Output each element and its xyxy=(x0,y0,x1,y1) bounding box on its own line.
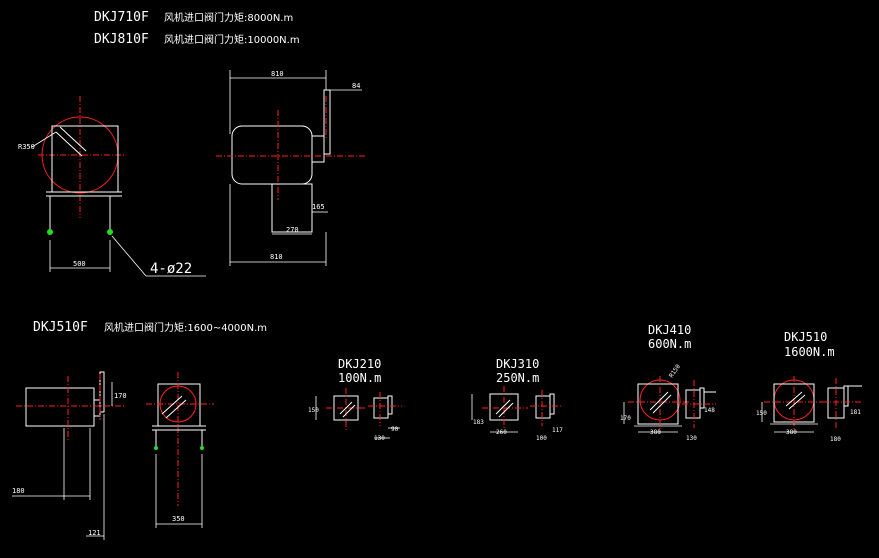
s1-dim-w: 130 xyxy=(374,435,385,442)
holes-label: 4-ø22 xyxy=(150,261,192,277)
top-side-view: 810 84 165 270 810 xyxy=(216,70,366,266)
s3-drawing: R150 170 380 130 148 xyxy=(620,363,716,442)
s2-model: DKJ310 xyxy=(496,357,539,371)
s3-torque: 600N.m xyxy=(648,337,691,351)
s3-dim-b: 130 xyxy=(686,435,697,442)
top-model-1: DKJ710F xyxy=(94,10,149,25)
dim-165: 165 xyxy=(312,203,325,211)
dim-810-top: 810 xyxy=(271,70,284,78)
s4-drawing: 150 380 180 181 xyxy=(756,376,862,443)
s2-drawing: 183 260 100 117 xyxy=(471,386,563,442)
top-front-view: R350 500 4-ø22 xyxy=(18,96,206,277)
mid-front-view: 350 xyxy=(146,372,214,528)
dim-180: 180 xyxy=(12,487,25,495)
s2-dim-a: 117 xyxy=(552,427,563,434)
dim-810-bottom: 810 xyxy=(270,253,283,261)
s3-dim-w: 380 xyxy=(650,429,661,436)
s4-dim-h: 150 xyxy=(756,410,767,417)
dim-350: 350 xyxy=(172,515,185,523)
s1-dim-h: 150 xyxy=(308,407,319,414)
dim-84: 84 xyxy=(352,82,360,90)
s3-dim-h: 170 xyxy=(620,415,631,422)
s2-dim-h: 183 xyxy=(473,419,484,426)
s4-dim-w: 380 xyxy=(786,429,797,436)
s2-torque: 250N.m xyxy=(496,371,539,385)
mid-model: DKJ510F xyxy=(33,320,88,335)
s1-torque: 100N.m xyxy=(338,371,381,385)
dim-170-mid: 170 xyxy=(114,392,127,400)
top-torque-1: 风机进口阀门力矩:8000N.m xyxy=(164,11,293,24)
top-model-2: DKJ810F xyxy=(94,32,149,47)
s2-dim-w: 260 xyxy=(496,429,507,436)
s4-torque: 1600N.m xyxy=(784,345,835,359)
s3-model: DKJ410 xyxy=(648,323,691,337)
mid-side-view: 170 180 121 xyxy=(12,371,127,540)
s3-dim-a: 148 xyxy=(704,407,715,414)
s1-dim-a: 90 xyxy=(391,426,399,433)
s3-dim-r: R150 xyxy=(668,363,682,379)
mid-torque: 风机进口阀门力矩:1600~4000N.m xyxy=(104,321,267,334)
s1-drawing: 150 130 90 xyxy=(308,388,402,442)
top-torque-2: 风机进口阀门力矩:10000N.m xyxy=(164,33,300,46)
s1-model: DKJ210 xyxy=(338,357,381,371)
dim-270: 270 xyxy=(286,226,299,234)
s4-dim-b: 180 xyxy=(830,436,841,443)
dim-121: 121 xyxy=(88,529,101,537)
s4-dim-a: 181 xyxy=(850,409,861,416)
s4-model: DKJ510 xyxy=(784,330,827,344)
dim-r350: R350 xyxy=(18,143,35,151)
dim-500: 500 xyxy=(73,260,86,268)
s2-dim-b: 100 xyxy=(536,435,547,442)
